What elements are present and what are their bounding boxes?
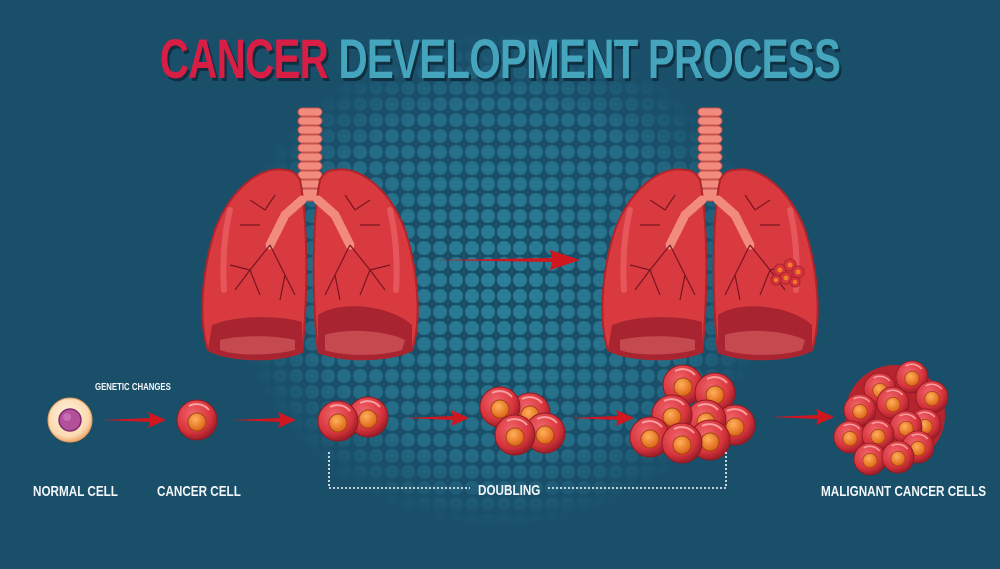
diseased-lungs-icon bbox=[601, 107, 819, 361]
genetic-changes-label: GENETIC CHANGES bbox=[95, 382, 171, 393]
two-cells-icon bbox=[317, 396, 389, 442]
healthy-lungs-icon bbox=[201, 107, 419, 361]
doubling-bracket bbox=[328, 452, 727, 489]
title-development-process: DEVELOPMENT PROCESS bbox=[328, 27, 841, 90]
doubling-label: DOUBLING bbox=[478, 482, 541, 499]
normal-cell-icon bbox=[47, 397, 93, 443]
malignant-cells-label: MALIGNANT CANCER CELLS bbox=[821, 483, 987, 500]
tumor-icon bbox=[770, 258, 805, 288]
malignant-cluster-icon bbox=[833, 360, 949, 476]
page-title: CANCER DEVELOPMENT PROCESS bbox=[140, 26, 860, 92]
cancer-cell-label: CANCER CELL bbox=[157, 483, 241, 500]
progression-arrow-icon bbox=[434, 250, 580, 270]
cancer-cell-icon bbox=[176, 399, 218, 441]
arrow-icon bbox=[770, 409, 834, 425]
arrow-icon bbox=[102, 412, 166, 428]
arrow-icon bbox=[232, 412, 296, 428]
arrow-icon bbox=[405, 410, 469, 426]
four-cells-icon bbox=[479, 386, 566, 456]
cell-progression bbox=[47, 360, 949, 489]
normal-cell-label: NORMAL CELL bbox=[33, 483, 118, 500]
eight-cells-icon bbox=[629, 364, 756, 464]
arrow-icon bbox=[570, 410, 634, 426]
title-cancer: CANCER bbox=[159, 27, 329, 90]
